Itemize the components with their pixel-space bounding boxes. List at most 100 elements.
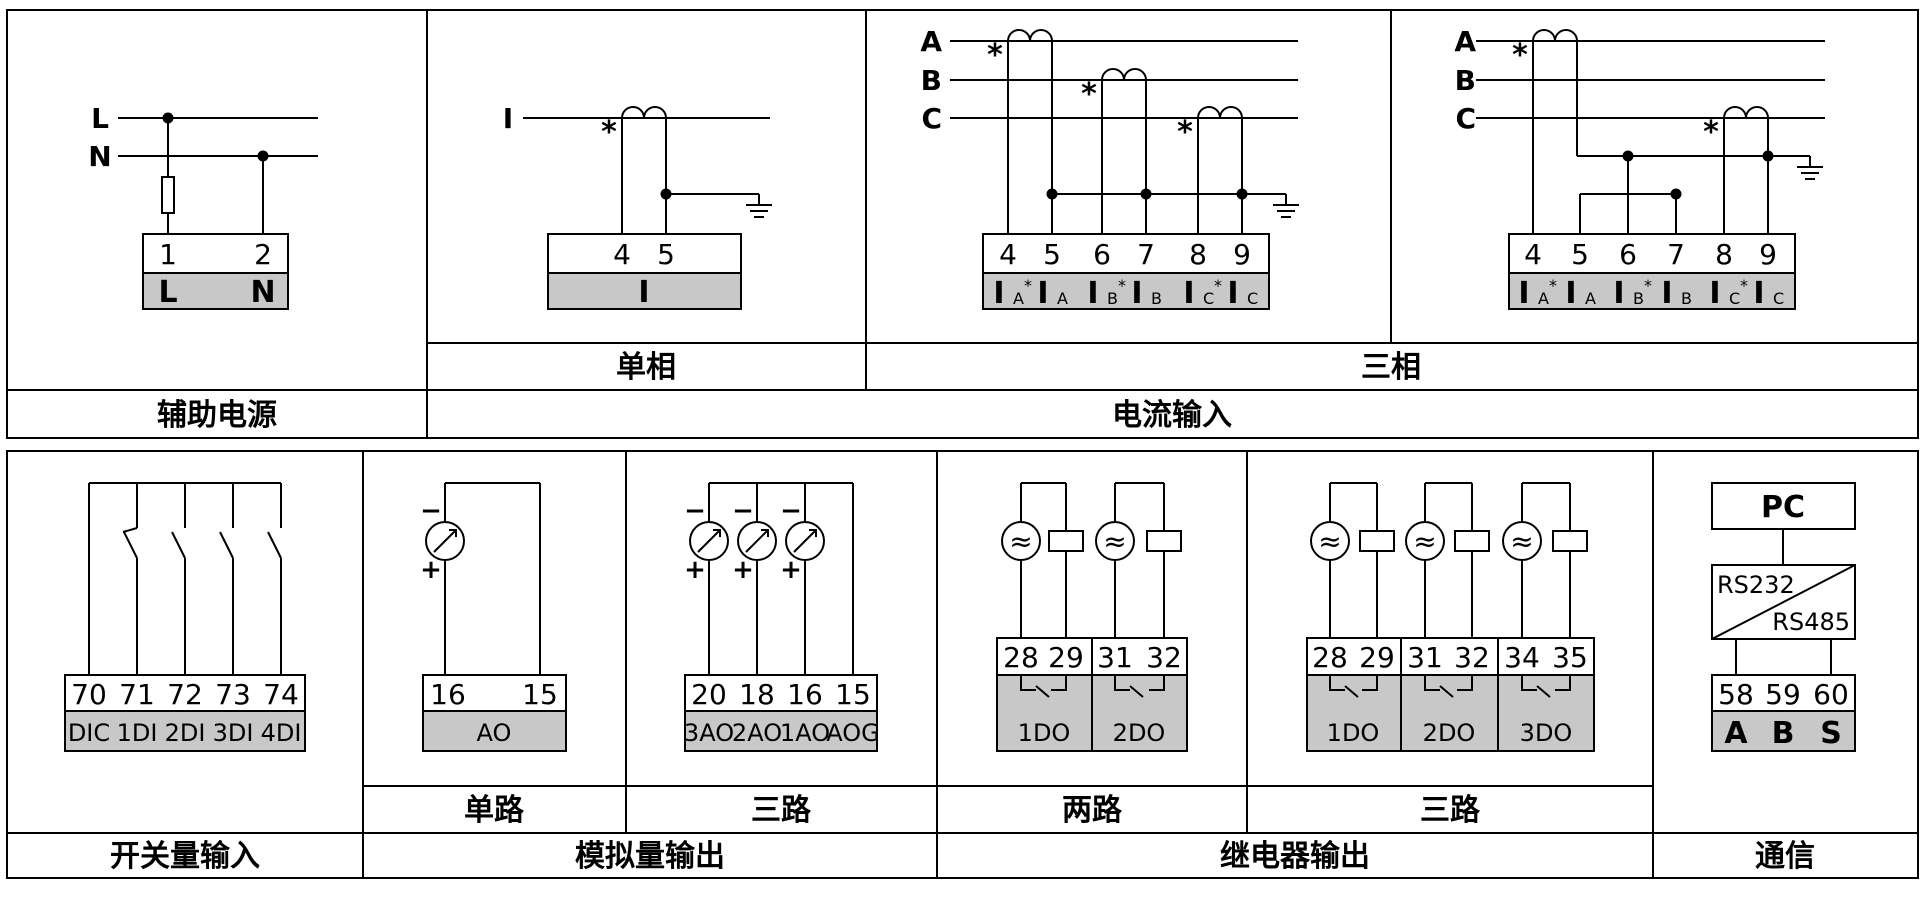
terminal-label: I — [1565, 276, 1576, 311]
terminal-number: 34 — [1504, 641, 1540, 674]
terminal-label-subscript: A — [1013, 289, 1024, 308]
terminal-label: 2DI — [165, 719, 206, 747]
terminal-number: 15 — [522, 678, 558, 711]
relay-two-wiring — [996, 482, 1188, 752]
three-phase-wiring-b — [1476, 29, 1825, 310]
plus-sign: + — [780, 555, 802, 585]
terminal-number: 16 — [430, 678, 466, 711]
polarity-star-icon: * — [1177, 115, 1193, 150]
analog-single-wiring — [422, 482, 567, 752]
three-phase-subtitle: 三相 — [1361, 350, 1421, 385]
ac-source-icon: ≈ — [1318, 525, 1341, 558]
polarity-star-icon: * — [1549, 276, 1557, 295]
terminal-number: 58 — [1718, 678, 1754, 711]
terminal-number: 4 — [999, 238, 1017, 271]
terminal-number: 8 — [1715, 238, 1733, 271]
terminal-label: 2DO — [1423, 719, 1476, 747]
terminal-label: 1DO — [1018, 719, 1071, 747]
analog-three-polarity-signs: −+−+−+ — [684, 496, 802, 585]
terminal-number: 32 — [1454, 641, 1490, 674]
terminal-label-subscript: C — [1729, 289, 1740, 308]
terminal-number: 7 — [1137, 238, 1155, 271]
single-phase-subtitle: 单相 — [616, 350, 676, 385]
ac-source-icon: ≈ — [1009, 525, 1032, 558]
terminal-label-subscript: C — [1247, 289, 1258, 308]
wire-label-a: A — [920, 25, 942, 58]
minus-sign: − — [420, 496, 442, 526]
relay-three-wiring — [1306, 482, 1595, 752]
three-phase-wiring-a — [950, 29, 1299, 310]
ac-source-icon: ≈ — [1103, 525, 1126, 558]
terminal-label: 1DI — [117, 719, 158, 747]
polarity-star-icon: * — [601, 115, 617, 150]
terminal-number: 74 — [263, 678, 299, 711]
terminal-number: 6 — [1093, 238, 1111, 271]
terminal-number: 4 — [1524, 238, 1542, 271]
polarity-star-icon: * — [1740, 276, 1748, 295]
terminal-label: N — [250, 275, 275, 310]
terminal-label: AO — [477, 719, 512, 747]
terminal-number: 9 — [1759, 238, 1777, 271]
pc-label: PC — [1761, 490, 1805, 525]
analog-single-subtitle: 单路 — [464, 793, 525, 828]
terminal-label: 1DO — [1327, 719, 1380, 747]
polarity-star-icon: * — [1512, 38, 1528, 73]
ac-source-icon: ≈ — [1413, 525, 1436, 558]
switch-input-wiring — [64, 482, 306, 752]
switch-input-title: 开关量输入 — [110, 839, 260, 874]
terminal-number: 5 — [1043, 238, 1061, 271]
terminal-number: 9 — [1233, 238, 1251, 271]
ac-source-icon: ≈ — [1510, 525, 1533, 558]
aux-power-wiring — [118, 112, 318, 310]
terminal-label-subscript: A — [1057, 289, 1068, 308]
wire-label-i: I — [503, 102, 513, 135]
minus-sign: − — [780, 496, 802, 526]
terminal-label: 3DI — [213, 719, 254, 747]
top-table-frame — [6, 9, 1919, 439]
polarity-star-icon: * — [1024, 276, 1032, 295]
terminal-label: S — [1820, 716, 1842, 751]
terminal-label: I — [1709, 276, 1720, 311]
plus-sign: + — [684, 555, 706, 585]
terminal-label: 3AO — [684, 719, 734, 747]
terminal-number: 18 — [739, 678, 775, 711]
terminal-number: 35 — [1552, 641, 1588, 674]
terminal-label: I — [1037, 276, 1048, 311]
terminal-label-subscript: B — [1107, 289, 1118, 308]
analog-three-subtitle: 三路 — [751, 793, 812, 828]
polarity-star-icon: * — [987, 38, 1003, 73]
wire-label-b: B — [1455, 64, 1476, 97]
terminal-label: I — [1183, 276, 1194, 311]
terminal-label: B — [1772, 716, 1795, 751]
wire-label-b: B — [921, 64, 942, 97]
aux-power-title: 辅助电源 — [157, 398, 277, 433]
terminal-label: 2AO — [732, 719, 782, 747]
analog-three-wiring — [684, 482, 878, 752]
relay-coil-icons: ≈ ≈ ≈ ≈ ≈ — [1009, 525, 1533, 558]
terminal-label: A — [1724, 716, 1748, 751]
terminal-label-subscript: B — [1633, 289, 1644, 308]
terminal-number: 4 — [613, 238, 631, 271]
terminal-label: 4DI — [261, 719, 302, 747]
terminal-label: I — [1227, 276, 1238, 311]
terminal-label-subscript: B — [1681, 289, 1692, 308]
minus-sign: − — [732, 496, 754, 526]
terminal-number: 60 — [1813, 678, 1849, 711]
relay-output-title: 继电器输出 — [1220, 839, 1370, 874]
terminal-label: I — [993, 276, 1004, 311]
terminal-label: I — [1518, 276, 1529, 311]
polarity-star-icon: * — [1214, 276, 1222, 295]
terminal-number: 5 — [1571, 238, 1589, 271]
terminal-label-subscript: C — [1773, 289, 1784, 308]
polarity-star-icon: * — [1703, 115, 1719, 150]
